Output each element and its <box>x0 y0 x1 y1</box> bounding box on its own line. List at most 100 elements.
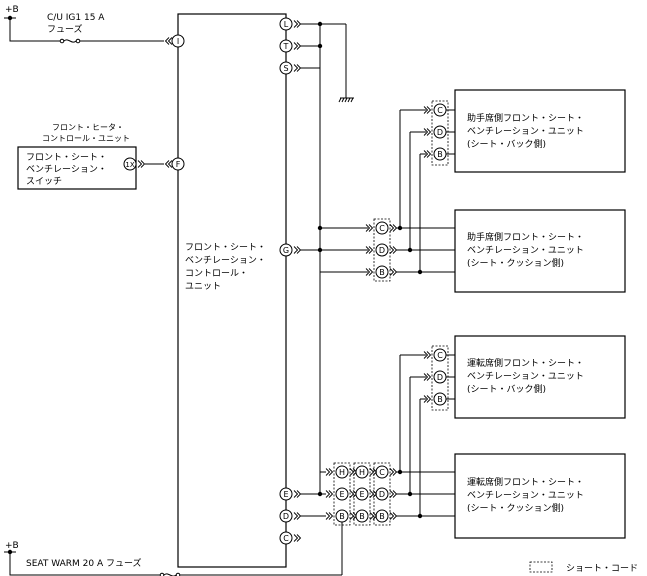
ventilation-switch-label: フロント・シート・ ベンチレーション・ スイッチ <box>26 153 107 187</box>
passenger-branch-wiring <box>396 109 455 275</box>
svg-text:(シート・バック側): (シート・バック側) <box>467 383 546 395</box>
svg-text:スイッチ: スイッチ <box>26 176 62 187</box>
short-cord-connector-4 <box>373 462 391 526</box>
fuse-top-label: フューズ <box>47 23 83 35</box>
cu-pin-t: T <box>279 39 293 53</box>
connector-5-pins: H E B <box>325 465 357 523</box>
bus-wiring-passenger <box>293 68 368 472</box>
connector-2-pins: C D B <box>423 103 455 161</box>
svg-text:G: G <box>283 246 289 255</box>
svg-text:フロント・シート・: フロント・シート・ <box>26 153 107 163</box>
cu-pin-i: I <box>171 34 185 48</box>
short-cord-connector-2 <box>431 100 449 166</box>
svg-text:ベンチレーション・: ベンチレーション・ <box>26 164 107 175</box>
svg-text:運転席側フロント・シート・: 運転席側フロント・シート・ <box>467 476 584 488</box>
svg-text:B: B <box>339 512 345 521</box>
short-cord-connector-3 <box>431 345 449 411</box>
svg-text:E: E <box>283 490 288 499</box>
svg-text:C: C <box>379 224 385 233</box>
svg-text:I: I <box>177 37 179 46</box>
svg-text:F: F <box>176 160 181 169</box>
switch-caption: フロント・ヒータ・ コントロール・ユニット <box>42 123 130 143</box>
svg-text:B: B <box>379 512 385 521</box>
short-cord-legend-label: ショート・コード <box>566 564 638 574</box>
svg-text:H: H <box>339 468 345 477</box>
fuse-top-icon <box>59 38 81 44</box>
driver-seat-back-unit <box>454 335 626 419</box>
ground-icon <box>338 97 354 103</box>
fuse-top-name: C/U IG1 15 A <box>47 13 105 23</box>
svg-text:1X: 1X <box>125 161 134 169</box>
svg-text:C: C <box>437 351 443 360</box>
svg-text:コントロール・ユニット: コントロール・ユニット <box>42 134 130 143</box>
connector-4-pins: C D B <box>375 465 397 523</box>
svg-text:D: D <box>437 128 443 137</box>
svg-text:フロント・ヒータ・: フロント・ヒータ・ <box>52 123 124 132</box>
connector-6-pins: H E B <box>355 465 377 523</box>
cu-pin-g: G <box>279 243 293 257</box>
connector-3-pins: C D B <box>423 348 455 406</box>
svg-text:B: B <box>379 268 385 277</box>
svg-text:E: E <box>359 490 364 499</box>
plus-b-top-label: +B <box>5 5 19 15</box>
svg-text:コントロール・: コントロール・ <box>185 269 248 279</box>
svg-text:助手席側フロント・シート・: 助手席側フロント・シート・ <box>467 231 584 243</box>
passenger-seat-cushion-unit <box>454 209 626 293</box>
svg-text:(シート・バック側): (シート・バック側) <box>467 138 546 150</box>
power-supply-top: +B C/U IG1 15 A フューズ <box>4 5 164 44</box>
svg-text:ベンチレーション・ユニット: ベンチレーション・ユニット <box>467 126 584 137</box>
svg-text:H: H <box>359 468 365 477</box>
svg-text:C: C <box>283 534 289 543</box>
svg-text:ベンチレーション・: ベンチレーション・ <box>185 255 266 266</box>
cu-pin-f: F <box>171 157 185 171</box>
svg-text:(シート・クッション側): (シート・クッション側) <box>467 502 564 514</box>
passenger-seat-cushion-unit-label: 助手席側フロント・シート・ ベンチレーション・ユニット (シート・クッション側) <box>467 231 584 269</box>
svg-text:ベンチレーション・ユニット: ベンチレーション・ユニット <box>467 490 584 501</box>
svg-text:S: S <box>283 64 288 73</box>
short-cord-legend-icon <box>529 561 553 573</box>
cu-pin-s: S <box>279 61 293 75</box>
connector-1-pins: C D B <box>365 221 397 279</box>
ground-wiring <box>293 20 354 103</box>
svg-text:フロント・シート・: フロント・シート・ <box>185 243 266 253</box>
svg-text:D: D <box>283 512 289 521</box>
svg-text:E: E <box>339 490 344 499</box>
bus-wiring-driver <box>293 471 343 575</box>
svg-text:(シート・クッション側): (シート・クッション側) <box>467 257 564 269</box>
svg-text:B: B <box>437 395 443 404</box>
driver-branch-wiring <box>396 354 455 519</box>
fuse-bottom-label: SEAT WARM 20 A フューズ <box>26 557 142 569</box>
svg-text:助手席側フロント・シート・: 助手席側フロント・シート・ <box>467 112 584 124</box>
svg-text:ベンチレーション・ユニット: ベンチレーション・ユニット <box>467 371 584 382</box>
svg-text:B: B <box>359 512 365 521</box>
svg-text:B: B <box>437 150 443 159</box>
svg-text:運転席側フロント・シート・: 運転席側フロント・シート・ <box>467 357 584 369</box>
cu-pin-d: D <box>279 509 293 523</box>
driver-seat-cushion-unit-label: 運転席側フロント・シート・ ベンチレーション・ユニット (シート・クッション側) <box>467 476 584 514</box>
svg-text:L: L <box>284 20 289 29</box>
svg-text:ベンチレーション・ユニット: ベンチレーション・ユニット <box>467 245 584 256</box>
svg-text:D: D <box>379 490 385 499</box>
power-supply-bottom: +B SEAT WARM 20 A フューズ <box>4 541 342 576</box>
cu-pin-l: L <box>279 17 293 31</box>
control-unit-box <box>177 13 287 568</box>
svg-text:D: D <box>379 246 385 255</box>
control-unit-label: フロント・シート・ ベンチレーション・ コントロール・ ユニット <box>185 243 266 292</box>
switch-pin-1x: 1X <box>123 157 137 171</box>
plus-b-bottom-label: +B <box>5 541 19 551</box>
cu-pin-c: C <box>279 531 293 545</box>
svg-text:C: C <box>437 106 443 115</box>
driver-seat-cushion-unit <box>454 453 626 539</box>
svg-text:D: D <box>437 373 443 382</box>
ventilation-switch-box <box>17 146 137 190</box>
cu-pin-e: E <box>279 487 293 501</box>
svg-text:T: T <box>283 42 289 51</box>
passenger-seat-back-unit-label: 助手席側フロント・シート・ ベンチレーション・ユニット (シート・バック側) <box>467 112 584 150</box>
svg-text:ユニット: ユニット <box>185 282 221 292</box>
svg-text:C: C <box>379 468 385 477</box>
driver-seat-back-unit-label: 運転席側フロント・シート・ ベンチレーション・ユニット (シート・バック側) <box>467 357 584 395</box>
passenger-seat-back-unit <box>454 89 626 173</box>
short-cord-connector-6 <box>353 462 371 526</box>
legend: ショート・コード <box>529 561 638 574</box>
